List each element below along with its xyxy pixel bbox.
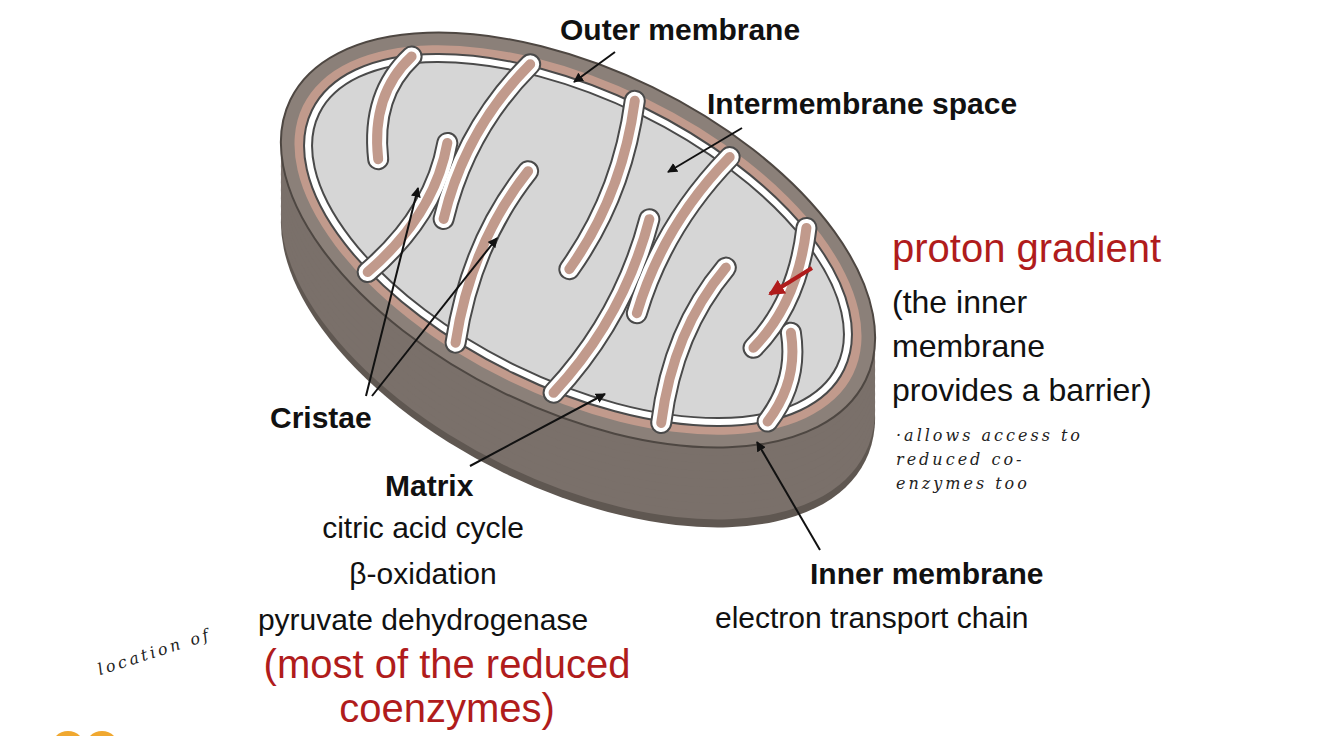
leader-line <box>574 52 615 82</box>
side-layer <box>216 0 940 541</box>
process-label: electron transport chain <box>715 600 1029 636</box>
matrix <box>252 0 903 497</box>
crista <box>358 53 425 159</box>
handwritten-note: ·allows access to reduced co-enzymes too <box>896 424 1111 496</box>
decor-dot <box>85 731 119 736</box>
crista <box>751 333 809 423</box>
leader-line <box>668 128 742 172</box>
cristae-folds <box>300 1 871 484</box>
note-text: (the inner membrane provides a barrier) <box>892 280 1172 412</box>
leader-line <box>372 238 497 396</box>
leader-line <box>470 394 605 466</box>
crista <box>749 228 819 352</box>
crista <box>645 264 735 423</box>
note-text: (most of the reduced coenzymes) <box>227 642 667 730</box>
leader-line <box>757 442 820 550</box>
crista <box>368 136 454 281</box>
inner-membrane <box>252 0 903 497</box>
process-label: citric acid cycle <box>213 510 633 546</box>
mitochondrion-top <box>216 0 940 533</box>
part-label: Cristae <box>270 400 372 436</box>
side-layer <box>216 0 940 549</box>
handwritten-note: location of <box>95 623 215 682</box>
crista <box>439 168 537 343</box>
part-label: Outer membrane <box>560 12 800 48</box>
part-label: Inner membrane <box>810 556 1043 592</box>
crista <box>645 264 735 423</box>
decor-dot <box>51 731 85 736</box>
pointer-arrow <box>770 268 812 294</box>
part-label: Intermembrane space <box>707 86 1017 122</box>
leader-line <box>366 188 418 396</box>
side-layer <box>216 0 940 541</box>
outer-membrane <box>216 0 940 533</box>
crista <box>358 53 425 159</box>
part-label: Matrix <box>385 468 473 504</box>
crista <box>358 53 425 159</box>
note-heading: proton gradient <box>892 226 1161 270</box>
process-label: pyruvate dehydrogenase <box>213 602 633 638</box>
process-label: β-oxidation <box>213 556 633 592</box>
crista <box>554 215 657 401</box>
side-layer <box>216 0 940 549</box>
inner-membrane <box>252 0 903 497</box>
intermembrane-space <box>234 0 922 515</box>
crista <box>645 264 735 423</box>
